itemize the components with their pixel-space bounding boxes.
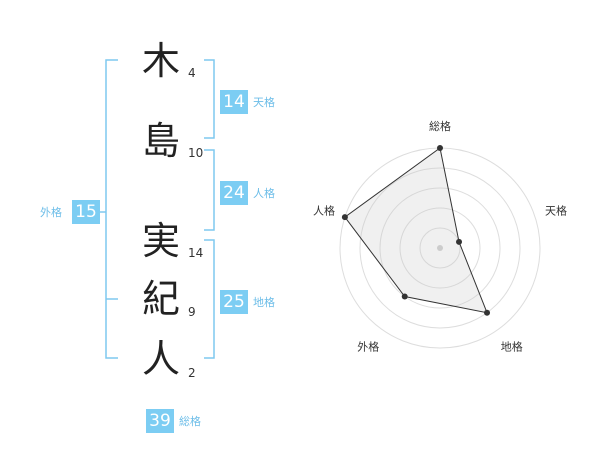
gaikaku-value: 15 xyxy=(72,200,100,224)
gaikaku-bracket xyxy=(105,59,118,359)
radar-ring-1 xyxy=(419,227,461,269)
stroke-count-1: 4 xyxy=(188,66,196,80)
name-char-5: 人 xyxy=(141,337,180,381)
jinkaku-value: 24 xyxy=(220,181,248,205)
tenkaku-bracket xyxy=(204,59,215,139)
chikaku-label: 地格 xyxy=(253,296,275,309)
jinkaku-label: 人格 xyxy=(253,187,275,200)
stroke-count-3: 14 xyxy=(188,246,204,260)
soukaku-label: 総格 xyxy=(179,415,201,428)
radar-point-1 xyxy=(437,145,443,151)
soukaku-value: 39 xyxy=(146,409,174,433)
bracket-lines xyxy=(98,59,215,359)
tenkaku-value: 14 xyxy=(220,90,248,114)
stroke-count-5: 2 xyxy=(188,366,196,380)
radar-point-4 xyxy=(401,293,408,300)
radar-axis-label-2: 天格 xyxy=(545,203,567,217)
radar-axis-label-4: 外格 xyxy=(357,340,379,354)
radar-axis-label-5: 人格 xyxy=(313,203,335,217)
name-char-4: 紀 xyxy=(141,277,180,321)
name-char-3: 実 xyxy=(141,219,180,263)
radar-axis-label-3: 地格 xyxy=(501,340,523,354)
chikaku-bracket xyxy=(204,239,215,359)
radar-center-dot xyxy=(437,245,443,251)
name-char-1: 木 xyxy=(141,39,180,83)
stroke-count-2: 10 xyxy=(188,146,204,160)
radar-point-3 xyxy=(484,309,491,316)
radar-axis-label-1: 総格 xyxy=(429,119,451,133)
radar-data-polygon xyxy=(344,147,488,314)
tenkaku-label: 天格 xyxy=(253,96,275,109)
stroke-count-4: 9 xyxy=(188,305,196,319)
radar-point-5 xyxy=(341,214,348,221)
name-char-2: 島 xyxy=(141,119,180,163)
radar-ring-4 xyxy=(359,167,521,329)
gaikaku-label: 外格 xyxy=(40,206,62,219)
jinkaku-bracket xyxy=(204,149,215,231)
radar-ring-2 xyxy=(399,207,481,289)
chikaku-value: 25 xyxy=(220,290,248,314)
radar-ring-3 xyxy=(379,187,501,309)
radar-point-2 xyxy=(456,238,463,245)
